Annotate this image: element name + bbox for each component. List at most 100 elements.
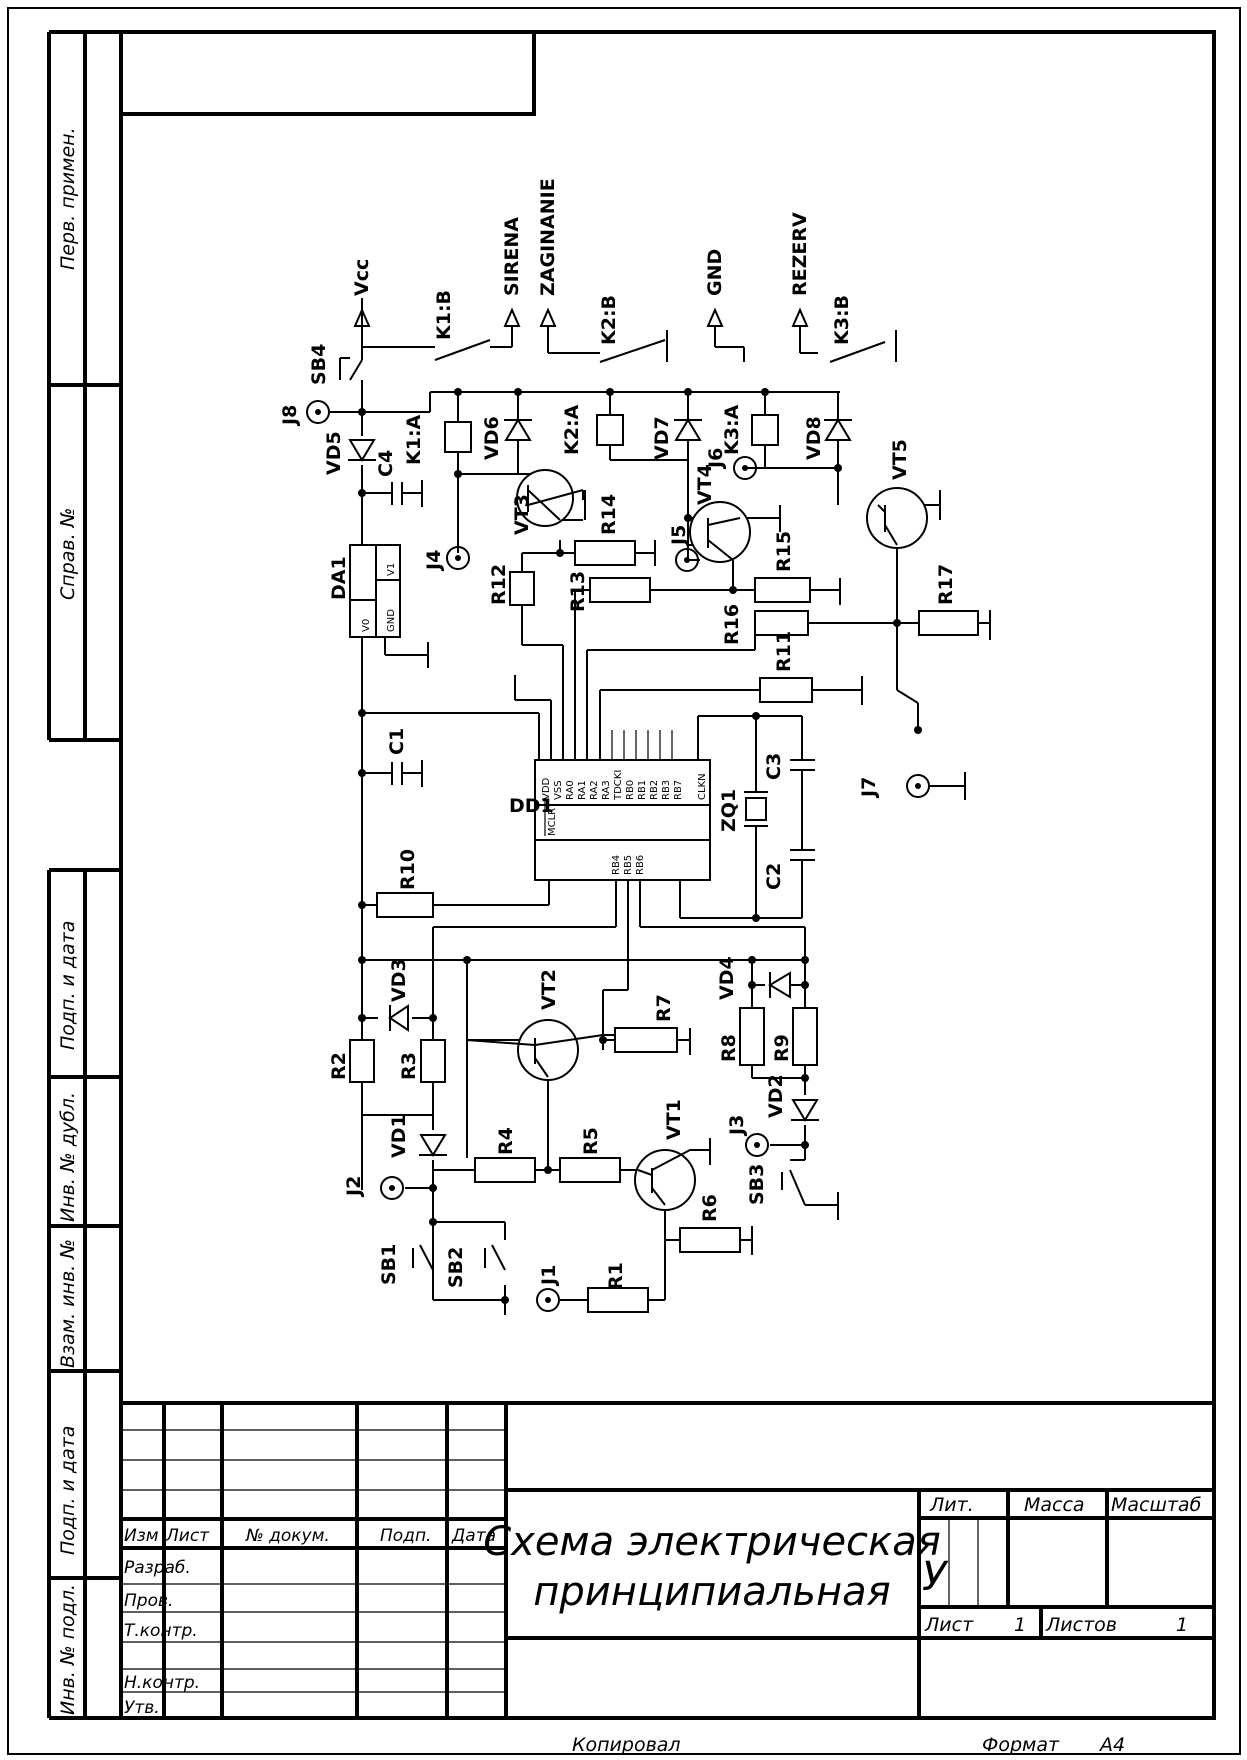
tb-header-list: Лист [165,1526,210,1546]
sb2 [491,1244,506,1271]
tb-sheets-value: 1 [1176,1614,1188,1636]
dd1-left-pins: VDD VSS RA0 RA1 RA2 RA3 TDCKI RB0 RB1 RB… [541,770,708,801]
drawing-frame [119,30,1216,1720]
sb1 [419,1244,434,1271]
label-vd2: VD2 [765,1074,787,1118]
tb-header-podp: Подп. [380,1526,431,1546]
label-j7: J7 [858,777,880,799]
title-line-2: принципиальная [533,1569,890,1615]
label-r11: R11 [773,631,795,672]
net-arrows [353,307,809,327]
diode-vd7 [674,418,702,441]
relay-coils [444,414,779,453]
resistor-r4 [474,1157,536,1183]
jack-j6 [733,456,757,480]
dd1-pin-clkn: CLKN [697,773,708,800]
jack-j8 [306,400,330,424]
resistor-r10 [376,892,434,918]
tb-header-izm: Изм [124,1526,159,1546]
transistor-vt1 [634,1149,696,1211]
label-r2: R2 [328,1052,350,1080]
tb-role-utv: Утв. [124,1698,160,1718]
label-vt1: VT1 [663,1099,685,1140]
resistor-r16 [754,610,809,636]
dd1-pin-rb7: RB7 [673,780,684,800]
label-j4: J4 [423,550,445,572]
label-vt2: VT2 [538,969,560,1010]
label-r16: R16 [721,604,743,645]
tb-sheet-value: 1 [1014,1614,1026,1636]
label-vt3: VT3 [511,494,533,535]
net-gnd: GND [704,249,726,296]
resistor-r9 [792,1007,818,1066]
resistor-r5 [559,1157,621,1183]
label-c2: C2 [763,863,785,890]
tb-role-razrab: Разраб. [124,1558,191,1578]
outer-border [7,7,1241,1755]
dd1-pin-tdcki: TDCKI [613,770,624,801]
jack-j4 [446,546,470,570]
label-dd1: DD1 [509,795,554,817]
dd1-pin-ra3: RA3 [601,780,612,800]
tb-header-data: Дата [451,1526,496,1546]
dd1-pin-ra1: RA1 [577,780,588,800]
label-j1: J1 [538,1265,560,1287]
designators: R1 R2 R3 R4 R5 R6 R7 R8 R9 R10 R11 R12 R… [279,344,957,1290]
label-j2: J2 [343,1176,365,1198]
dd1-pin-rb4: RB4 [611,855,622,875]
tb-format-label: Формат [982,1734,1060,1756]
tb-sheets-label: Листов [1045,1614,1117,1636]
diodes [348,418,852,1157]
dd1-pin-ra2: RA2 [589,780,600,800]
label-sb2: SB2 [445,1247,467,1288]
diode-vd1 [419,1134,447,1157]
top-left-stamp [119,30,536,116]
label-da1: DA1 [328,556,350,600]
junctions [358,388,922,1304]
label-vt4: VT4 [694,464,716,505]
tb-copied: Копировал [572,1734,681,1756]
transistors [466,469,928,1211]
tb-scale-label: Масштаб [1111,1494,1202,1516]
label-r10: R10 [397,849,419,890]
sb3 [789,1169,806,1206]
resistor-r7 [614,1027,678,1053]
label-vd3: VD3 [388,958,410,1002]
label-r3: R3 [398,1052,420,1080]
jack-j1 [536,1288,560,1312]
dd1-pin-rb3: RB3 [661,780,672,800]
relay-k1a [444,421,472,453]
resistor-r3 [420,1039,446,1083]
transistor-vt2 [517,1019,579,1081]
jack-j2 [380,1176,404,1200]
label-j8: J8 [279,405,301,427]
label-vd4: VD4 [716,956,738,1000]
diode-vd4 [768,971,791,999]
tb-format-value: А4 [1098,1734,1125,1756]
relay-k3a [751,414,779,446]
tb-lit-value: У [922,1554,949,1600]
net-rezerv: REZERV [789,212,811,296]
label-j3: J3 [726,1115,748,1137]
label-r5: R5 [580,1127,602,1155]
tb-sheet-label: Лист [924,1614,974,1636]
label-r9: R9 [771,1034,793,1062]
title-block [121,1401,1214,1718]
label-r1: R1 [605,1262,627,1290]
label-k2b: K2:B [598,295,620,345]
dd1-right-pins: RB4 RB5 RB6 [611,855,646,875]
stamp-podp-data-2: Подп. и дата [57,1426,79,1555]
label-c1: C1 [386,728,408,755]
tb-header-dokum: № докум. [245,1526,330,1546]
label-vd8: VD8 [803,416,825,460]
label-sb4: SB4 [308,344,330,385]
dd1-pin-vss: VSS [553,780,564,800]
net-zaginanie: ZAGINANIE [537,178,559,296]
label-k2a: K2:A [561,404,583,455]
label-r13: R13 [567,571,589,612]
tb-role-tkontr: Т.контр. [124,1621,198,1641]
resistor-r15 [754,577,811,603]
dd1-pin-mclr: MCLR [547,808,558,836]
transistor-vt5 [866,487,928,549]
dd1-pin-ra0: RA0 [565,780,576,800]
